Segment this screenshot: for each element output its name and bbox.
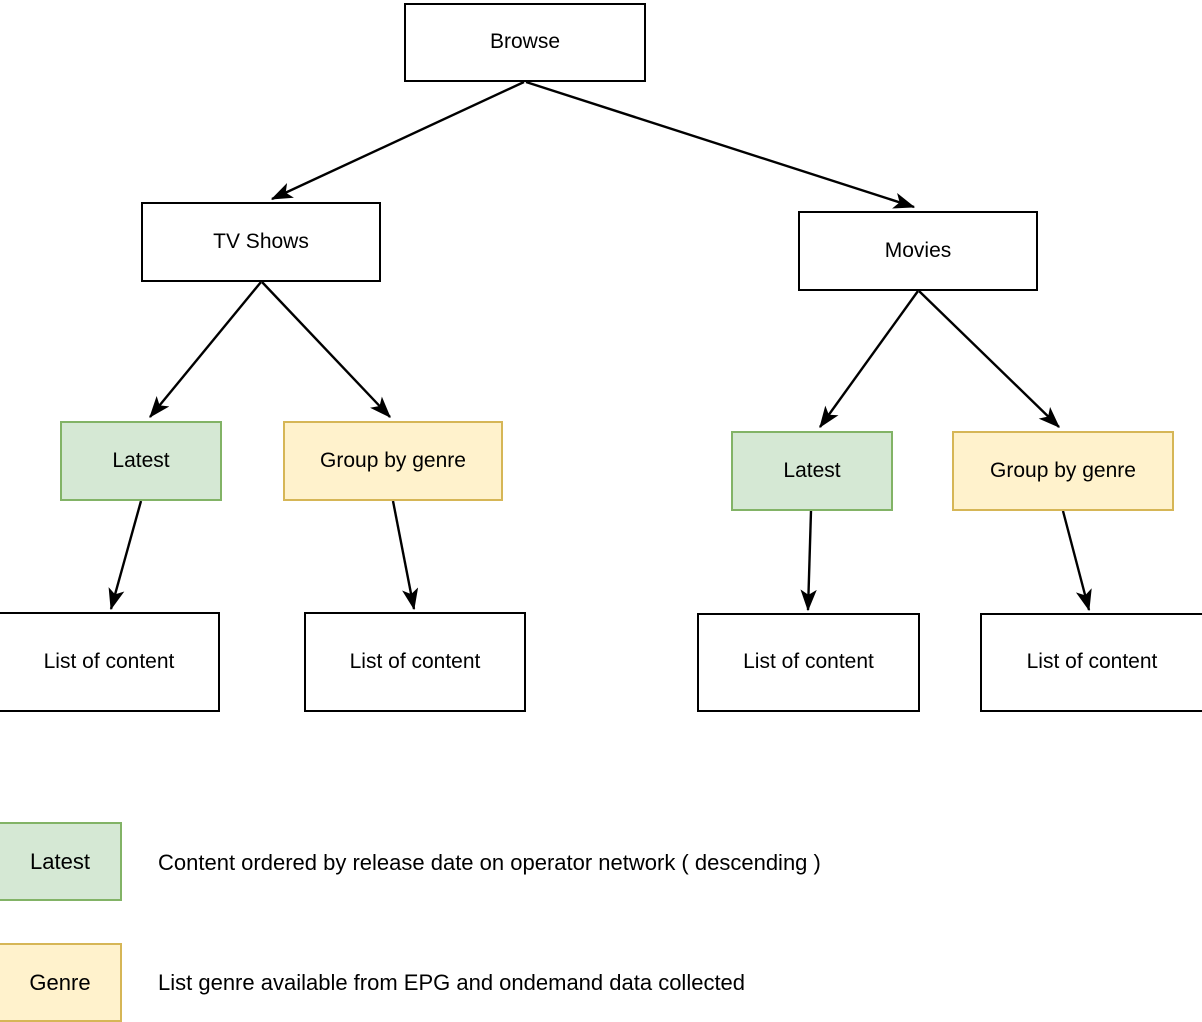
legend-swatch-genre: Genre <box>0 943 122 1022</box>
edge-browse-to-movies <box>525 80 916 209</box>
node-tv-group-by-genre[interactable]: Group by genre <box>283 421 503 501</box>
node-tv-latest[interactable]: Latest <box>60 421 222 501</box>
node-tv-latest-label: Latest <box>112 448 170 472</box>
node-movies-latest-list-label: List of content <box>743 650 874 674</box>
edge-tv-shows-to-latest <box>149 281 262 418</box>
node-movies-latest-label: Latest <box>783 458 841 482</box>
edge-movies-to-latest <box>819 290 919 428</box>
edge-movies-to-genre <box>918 290 1060 428</box>
node-movies-group-by-genre-label: Group by genre <box>990 458 1136 482</box>
edge-tv-shows-to-genre <box>261 281 391 418</box>
edge-tv-latest-to-list <box>108 500 143 611</box>
node-movies-group-by-genre[interactable]: Group by genre <box>952 431 1174 511</box>
edge-movies-genre-to-list <box>1061 510 1092 612</box>
node-movies-genre-list[interactable]: List of content <box>980 613 1202 712</box>
legend-swatch-genre-label: Genre <box>29 969 91 995</box>
legend-description-latest: Content ordered by release date on opera… <box>158 850 821 875</box>
edge-tv-genre-to-list <box>391 500 419 611</box>
node-movies-label: Movies <box>884 238 952 262</box>
node-tv-genre-list-label: List of content <box>349 649 481 673</box>
legend-swatch-latest: Latest <box>0 822 122 901</box>
node-movies[interactable]: Movies <box>798 211 1038 291</box>
node-tv-shows-label: TV Shows <box>213 229 309 253</box>
node-movies-genre-list-label: List of content <box>1026 650 1158 674</box>
edge-movies-latest-to-list <box>800 510 817 612</box>
legend-description-genre: List genre available from EPG and ondema… <box>158 970 746 995</box>
node-movies-latest-list[interactable]: List of content <box>697 613 920 712</box>
node-tv-group-by-genre-label: Group by genre <box>320 448 466 472</box>
node-movies-latest[interactable]: Latest <box>731 431 893 511</box>
node-tv-latest-list[interactable]: List of content <box>0 612 220 712</box>
node-tv-latest-list-label: List of content <box>43 649 175 673</box>
node-tv-shows[interactable]: TV Shows <box>141 202 381 282</box>
node-browse-label: Browse <box>489 30 561 54</box>
edge-browse-to-tv-shows <box>270 80 525 201</box>
node-tv-genre-list[interactable]: List of content <box>304 612 526 712</box>
node-browse[interactable]: Browse <box>404 3 646 82</box>
legend-swatch-latest-label: Latest <box>30 848 90 874</box>
